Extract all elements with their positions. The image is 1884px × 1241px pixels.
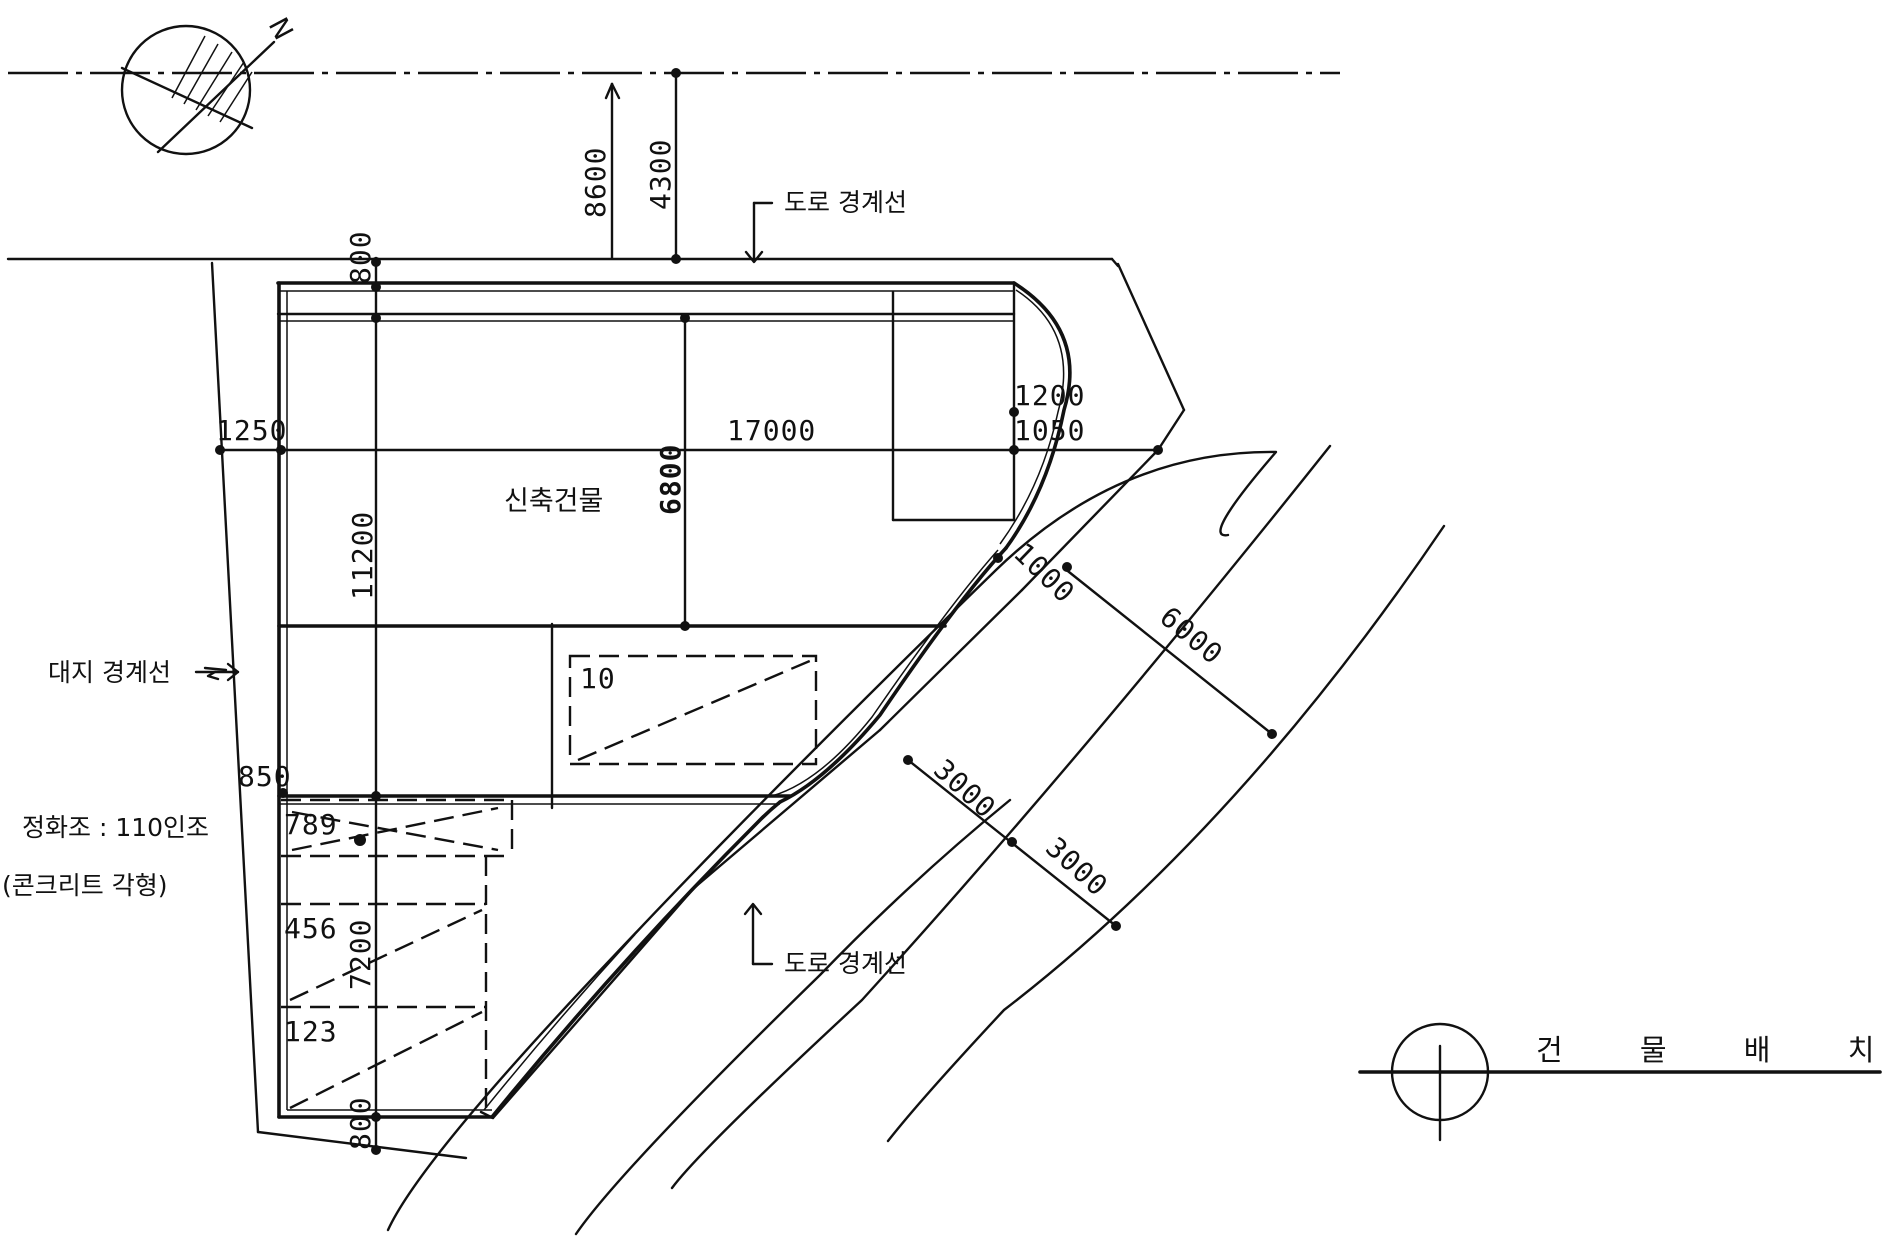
road-width-total-label: 8600: [579, 147, 612, 218]
lower-road-total-label: 6000: [1154, 600, 1230, 671]
parking-lot-b-label: 456: [284, 912, 338, 945]
parking-small-lot-label: 10: [580, 662, 616, 695]
septic-line1-label: 정화조 : 110인조: [22, 813, 209, 842]
setback-left-label: 1250: [216, 414, 287, 447]
lower-road: 6000 3000 3000 도로 경계선: [386, 444, 1446, 1236]
setback-top-label: 800: [344, 230, 377, 284]
setback-bottom-label: 800: [344, 1096, 377, 1150]
setback-right-1-label: 1200: [1014, 379, 1085, 412]
building-name-label: 신축건물: [504, 486, 603, 517]
parking-depth-label: 7200: [344, 919, 377, 990]
site-boundary-label: 대지 경계선: [48, 658, 171, 687]
building-depth-label: 11200: [346, 511, 379, 600]
drawing-title: 건 물 배 치 도: [1536, 1033, 1884, 1067]
title-block: 건 물 배 치 도: [1358, 1022, 1884, 1142]
setback-left-lower-label: 850: [238, 760, 292, 793]
lower-road-boundary-label: 도로 경계선: [784, 949, 907, 978]
parking-area: 10 789 456 123 7200 정화조 : 110인조 (콘크리트 각형…: [2, 654, 818, 1117]
site-boundary: 대지 경계선: [48, 261, 1186, 1160]
road-width-half-label: 4300: [644, 139, 677, 210]
building-dimensions: 1250 17000 1200 1050 800 11200 800 6800 …: [215, 230, 1163, 1155]
parking-lot-a-label: 789: [284, 808, 338, 841]
lower-road-lane-b-label: 3000: [1039, 831, 1114, 903]
north-arrow-icon: N: [120, 13, 299, 156]
upper-road: 8600 4300 도로 경계선: [6, 68, 1340, 268]
upper-road-boundary-label: 도로 경계선: [784, 188, 907, 217]
building-length-label: 17000: [727, 414, 816, 447]
new-building: 신축건물: [276, 281, 1072, 1119]
septic-line2-label: (콘크리트 각형): [2, 871, 167, 900]
setback-right-2-label: 1050: [1014, 414, 1085, 447]
parking-lot-c-label: 123: [284, 1015, 338, 1048]
building-depth-partial-label: 6800: [654, 444, 687, 515]
north-label: N: [262, 13, 299, 45]
